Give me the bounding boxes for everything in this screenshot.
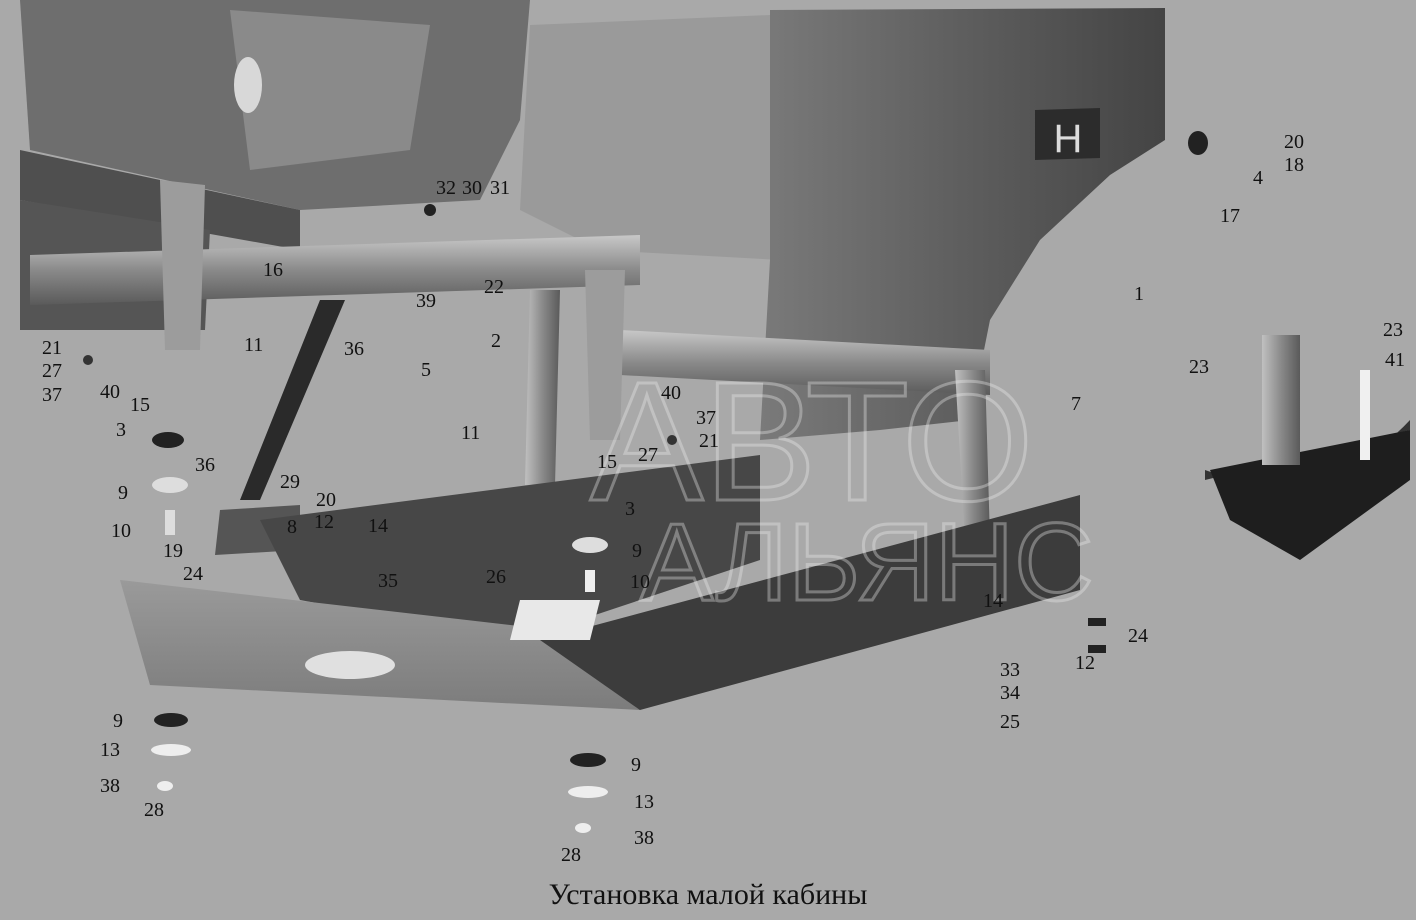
callout: 13 <box>100 739 120 761</box>
callout: 15 <box>597 451 617 473</box>
svg-text:H: H <box>1054 117 1083 161</box>
callout: 23 <box>1383 319 1403 341</box>
callout: 22 <box>484 276 504 298</box>
callout: 11 <box>244 334 263 356</box>
fasteners <box>83 131 1208 833</box>
callout: 39 <box>416 290 436 312</box>
callout: 12 <box>314 511 334 533</box>
callout: 15 <box>130 394 150 416</box>
callout: 8 <box>287 516 297 538</box>
callout: 13 <box>634 791 654 813</box>
watermark-line-1: АВТО <box>590 347 1034 537</box>
callout: 10 <box>111 520 131 542</box>
callout: 27 <box>42 360 62 382</box>
callout: 3 <box>116 419 126 441</box>
callout: 9 <box>118 482 128 504</box>
callout: 38 <box>100 775 120 797</box>
callout: 5 <box>421 359 431 381</box>
callout: 23 <box>1189 356 1209 378</box>
left-cab-floor <box>20 0 530 330</box>
callout: 9 <box>632 540 642 562</box>
cross-tube <box>30 180 990 540</box>
callout: 16 <box>263 259 283 281</box>
callout: 29 <box>280 471 300 493</box>
callout: 33 <box>1000 659 1020 681</box>
right-cab-body: H <box>520 8 1165 440</box>
chassis-frame <box>120 455 1080 710</box>
callout: 7 <box>1071 393 1081 415</box>
callout: 24 <box>1128 625 1148 647</box>
callout: 24 <box>183 563 203 585</box>
callout: 37 <box>696 407 716 429</box>
callout: 38 <box>634 827 654 849</box>
callout: 11 <box>461 422 480 444</box>
callout: 21 <box>699 430 719 452</box>
diagram-caption: Установка малой кабины <box>548 878 868 911</box>
callout: 37 <box>42 384 62 406</box>
callout: 34 <box>1000 682 1020 704</box>
callout: 1 <box>1134 283 1144 305</box>
callout: 18 <box>1284 154 1304 176</box>
callout: 27 <box>638 444 658 466</box>
watermark: АВТО АЛЬЯНС <box>589 346 1096 626</box>
callout: 10 <box>630 571 650 593</box>
callout: 31 <box>490 177 510 199</box>
callout: 9 <box>631 754 641 776</box>
callout: 17 <box>1220 205 1240 227</box>
callout: 19 <box>163 540 183 562</box>
detail-inset <box>1205 335 1410 560</box>
callout: 26 <box>486 566 506 588</box>
callout: 30 <box>462 177 482 199</box>
callout-labels: 32 30 31 20 18 4 17 16 22 39 1 11 36 2 5… <box>42 131 1405 866</box>
callout: 36 <box>195 454 215 476</box>
watermark-line-2: АЛЬЯНС <box>640 501 1094 624</box>
callout: 32 <box>436 177 456 199</box>
callout: 41 <box>1385 349 1405 371</box>
callout: 21 <box>42 337 62 359</box>
callout: 12 <box>1075 652 1095 674</box>
callout: 9 <box>113 710 123 732</box>
callout: 14 <box>368 515 388 537</box>
callout: 14 <box>983 590 1003 612</box>
callout: 28 <box>561 844 581 866</box>
callout: 20 <box>1284 131 1304 153</box>
callout: 4 <box>1253 167 1263 189</box>
callout: 40 <box>100 381 120 403</box>
callout: 25 <box>1000 711 1020 733</box>
callout: 20 <box>316 489 336 511</box>
callout: 28 <box>144 799 164 821</box>
callout: 36 <box>344 338 364 360</box>
callout: 3 <box>625 498 635 520</box>
callout: 35 <box>378 570 398 592</box>
callout: 40 <box>661 382 681 404</box>
callout: 2 <box>491 330 501 352</box>
